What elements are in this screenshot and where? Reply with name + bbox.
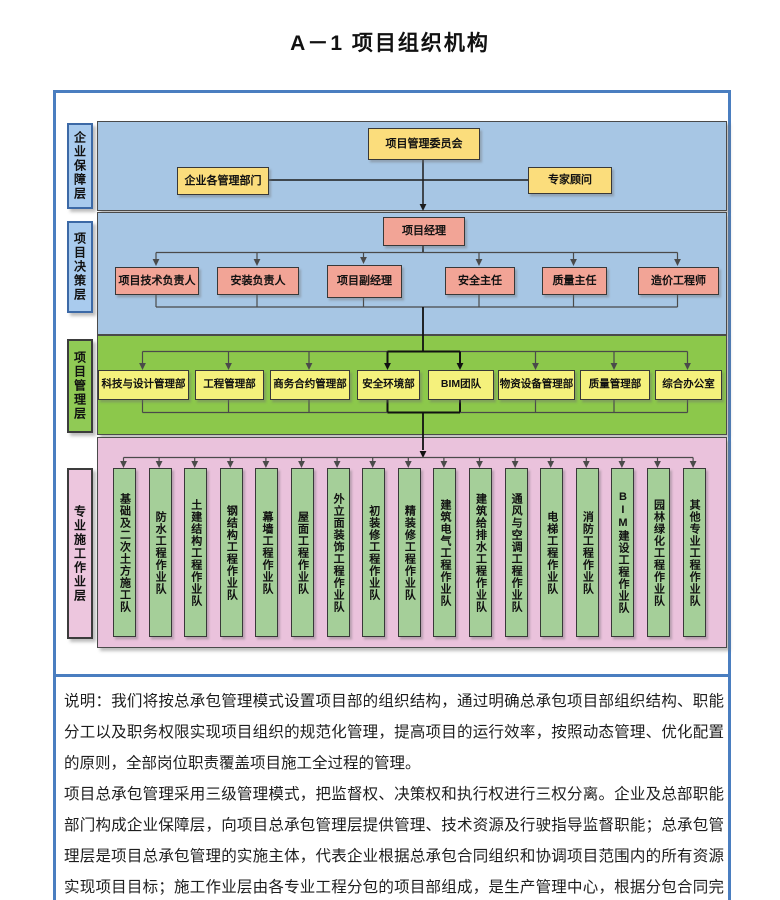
node-work-team: 建筑给排水工程作业队 (469, 468, 492, 637)
node-work-team: 土建结构工程作业队 (184, 468, 208, 637)
node-work-team: 其他专业工程作业队 (682, 468, 706, 637)
layer-label-project-management: 项目管理层 (67, 339, 93, 433)
node-management-department: 科技与设计管理部 (98, 370, 189, 400)
node-work-team: 基础及二次土方施工队 (113, 468, 136, 637)
node-work-team: 消防工程作业队 (575, 468, 599, 637)
node-work-team: 外立面装饰工程作业队 (326, 468, 350, 637)
section-divider (56, 674, 728, 677)
node-company-departments: 企业各管理部门 (177, 167, 269, 195)
notes-section: 说明：我们将按总承包管理模式设置项目部的组织结构，通过明确总承包项目部组织结构、… (64, 686, 724, 900)
notes-paragraph-1: 说明：我们将按总承包管理模式设置项目部的组织结构，通过明确总承包项目部组织结构、… (64, 693, 724, 772)
node-project-management-committee: 项目管理委员会 (368, 128, 480, 160)
node-management-department: 商务合约管理部 (270, 370, 350, 400)
node-work-team: 屋面工程作业队 (291, 468, 314, 637)
node-decision-role: 项目技术负责人 (115, 267, 199, 295)
node-project-manager: 项目经理 (383, 217, 465, 246)
node-decision-role: 质量主任 (542, 267, 607, 295)
node-work-team: 园林绿化工程作业队 (647, 468, 670, 637)
layer-label-project-decision: 项目决策层 (67, 221, 93, 313)
node-decision-role: 造价工程师 (638, 267, 719, 295)
page-title: A－1 项目组织机构 (290, 32, 490, 55)
node-work-team: 精装修工程作业队 (397, 468, 421, 637)
node-management-department: 质量管理部 (580, 370, 650, 400)
node-work-team: 防水工程作业队 (148, 468, 172, 637)
node-management-department: 安全环境部 (357, 370, 420, 400)
layer-label-construction-work: 专业施工作业层 (67, 468, 93, 639)
node-work-team: 电梯工程作业队 (540, 468, 564, 637)
node-management-department: 物资设备管理部 (498, 370, 575, 400)
node-management-department: 工程管理部 (195, 370, 264, 400)
layer-label-enterprise-guarantee: 企业保障层 (67, 123, 93, 209)
node-work-team: 初装修工程作业队 (362, 468, 386, 637)
node-work-team: 钢结构工程作业队 (219, 468, 243, 637)
node-management-department: 综合办公室 (655, 370, 722, 400)
node-expert-advisors: 专家顾问 (528, 167, 612, 194)
node-work-team: 建筑电气工程作业队 (433, 468, 457, 637)
node-management-department: BIM团队 (428, 370, 494, 400)
notes-paragraph-2: 项目总承包管理采用三级管理模式，把监督权、决策权和执行权进行三权分离。企业及总部… (64, 786, 724, 896)
node-decision-role: 项目副经理 (327, 265, 402, 298)
node-work-team: 幕墙工程作业队 (255, 468, 279, 637)
node-work-team: 通风与空调工程作业队 (504, 468, 528, 637)
node-decision-role: 安装负责人 (217, 267, 299, 295)
node-decision-role: 安全主任 (445, 267, 515, 295)
node-work-team: BIM建设工程作业队 (611, 468, 635, 637)
